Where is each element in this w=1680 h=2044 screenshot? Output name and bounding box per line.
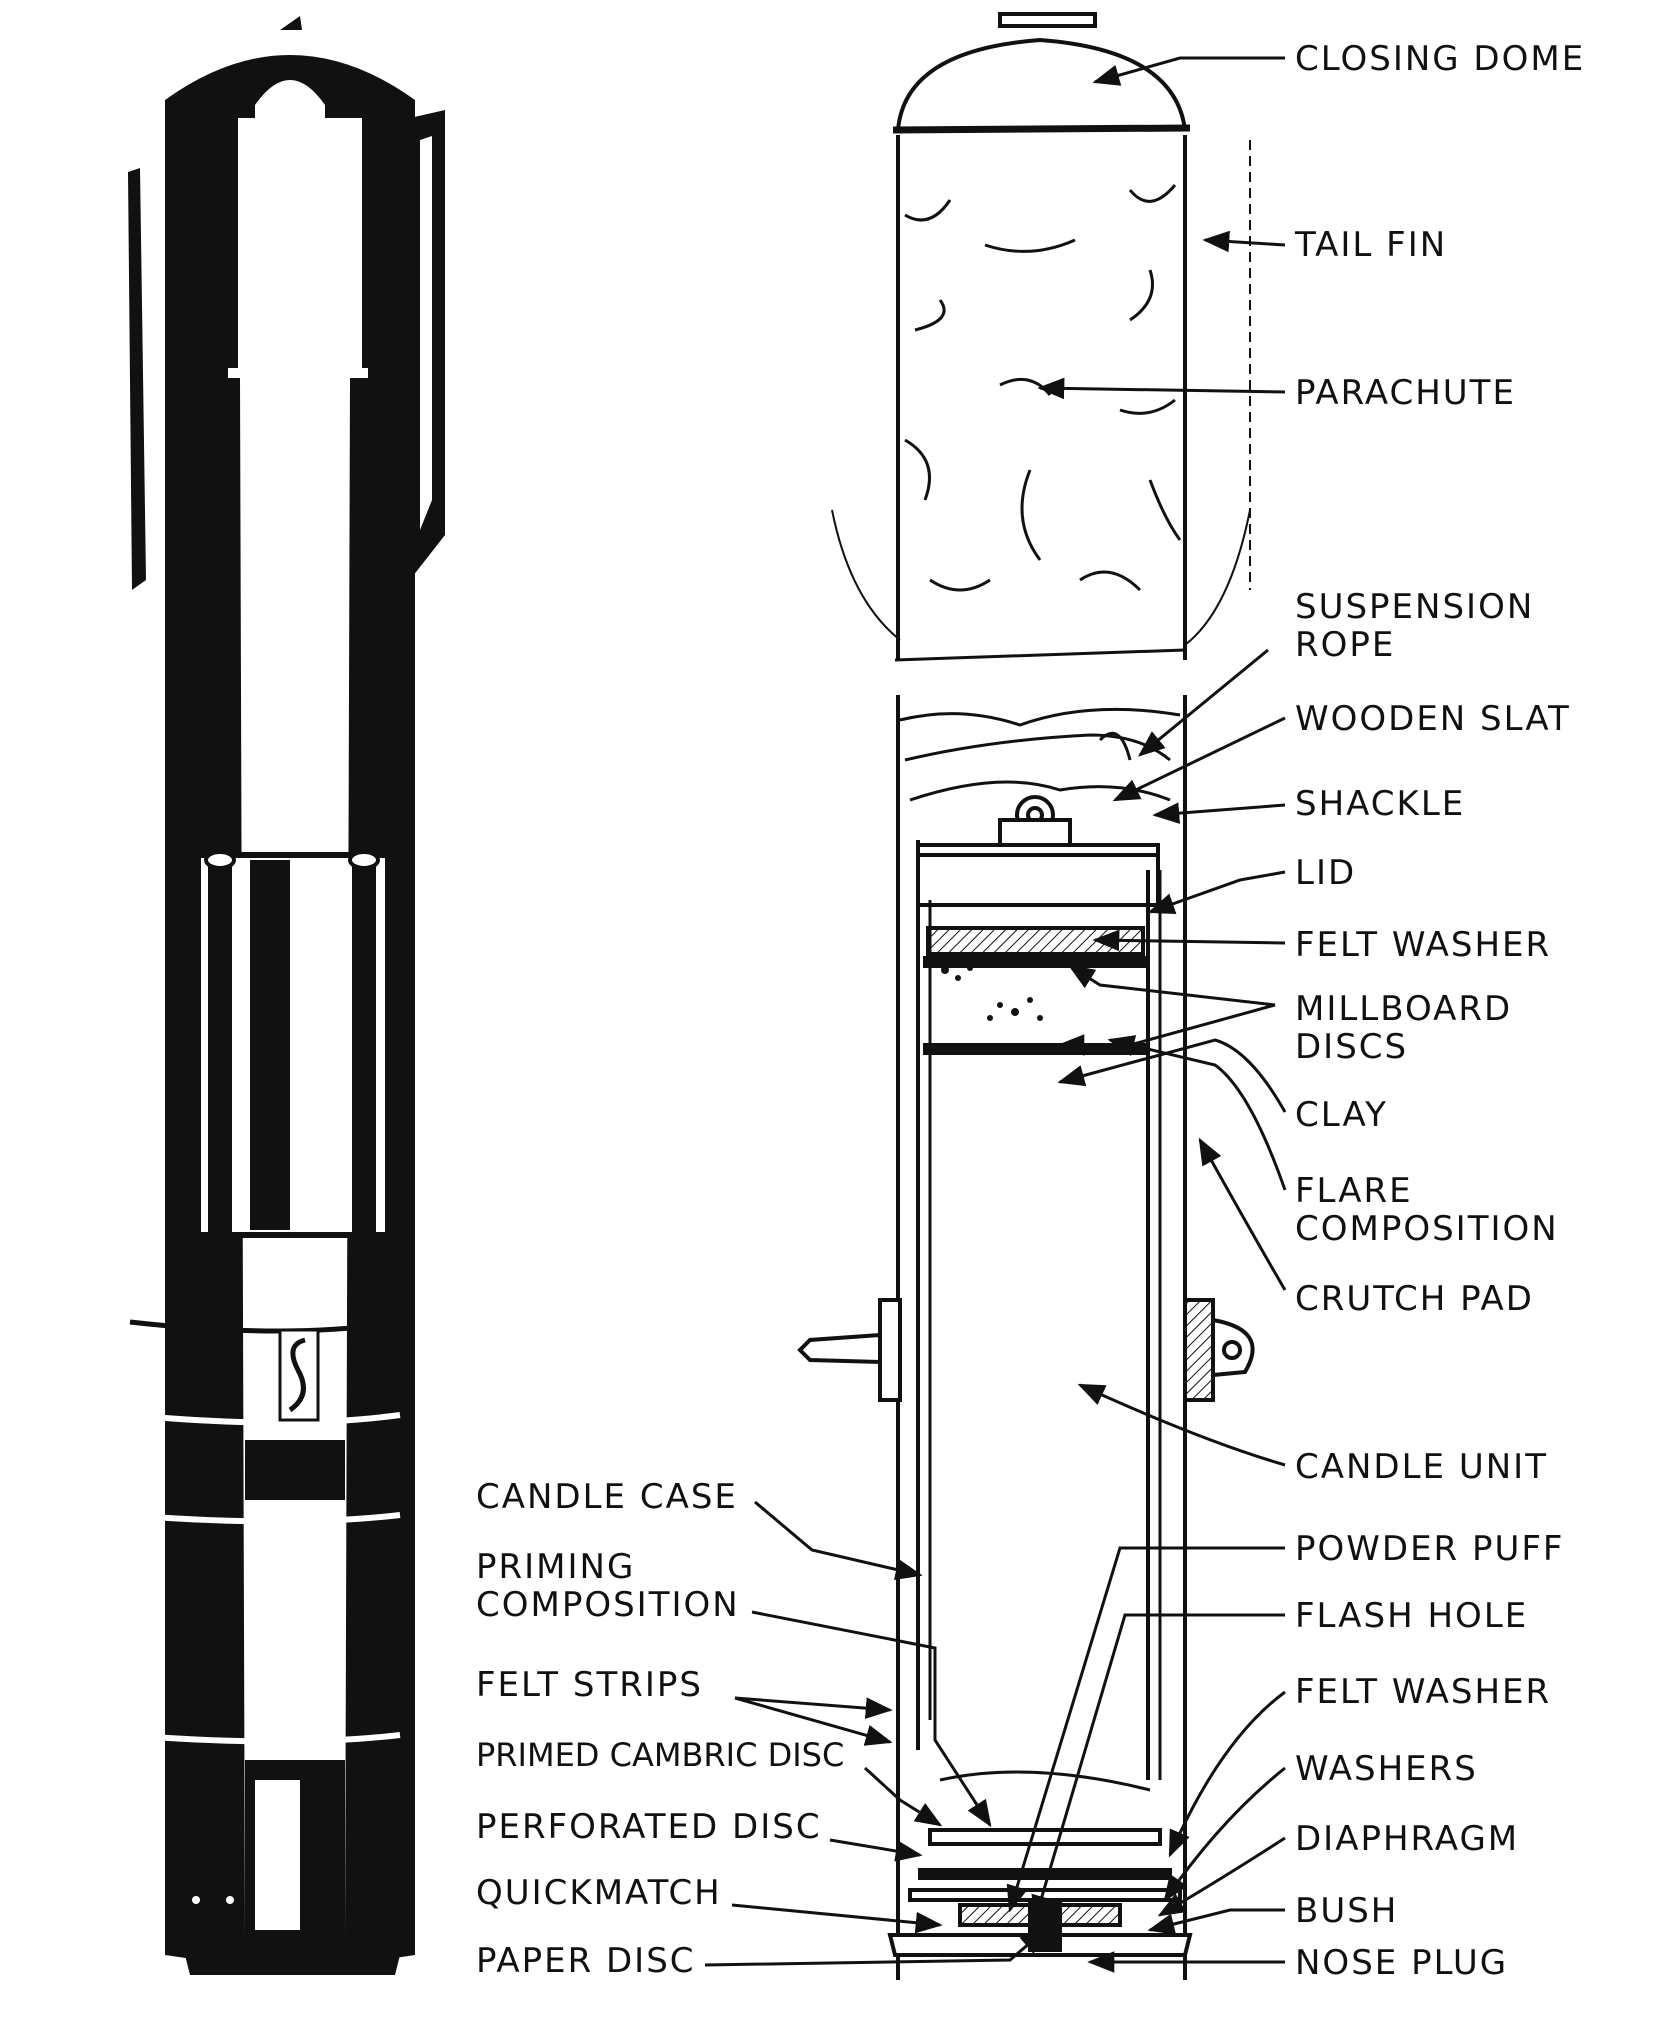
label-candle-unit: CANDLE UNIT (1295, 1447, 1548, 1487)
label-millboard-discs-line1: MILLBOARD (1295, 989, 1513, 1029)
label-wooden-slat: WOODEN SLAT (1295, 699, 1571, 739)
label-felt-washer-top: FELT WASHER (1295, 925, 1552, 965)
flare-section-illustration (797, 12, 1255, 1980)
label-perforated-disc: PERFORATED DISC (476, 1807, 822, 1847)
label-flare-composition-line1: FLARE (1295, 1171, 1413, 1211)
label-lid: LID (1295, 853, 1357, 893)
label-priming-composition-line1: PRIMING (476, 1547, 636, 1587)
label-shackle: SHACKLE (1295, 784, 1466, 824)
label-flash-hole: FLASH HOLE (1295, 1596, 1529, 1636)
leader-lines (704, 56, 1287, 1973)
label-priming-composition: PRIMING COMPOSITION (476, 1548, 740, 1624)
label-clay: CLAY (1295, 1095, 1388, 1135)
label-quickmatch: QUICKMATCH (476, 1873, 722, 1913)
label-diaphragm: DIAPHRAGM (1295, 1819, 1520, 1859)
label-bush: BUSH (1295, 1891, 1399, 1931)
label-candle-case: CANDLE CASE (476, 1477, 738, 1517)
label-felt-strips: FELT STRIPS (476, 1665, 703, 1705)
label-closing-dome: CLOSING DOME (1295, 39, 1586, 79)
label-paper-disc: PAPER DISC (476, 1941, 696, 1981)
label-felt-washer-bottom: FELT WASHER (1295, 1672, 1552, 1712)
label-tail-fin: TAIL FIN (1295, 225, 1448, 265)
label-washers: WASHERS (1295, 1749, 1478, 1789)
label-priming-composition-line2: COMPOSITION (476, 1585, 740, 1625)
label-millboard-discs: MILLBOARD DISCS (1295, 990, 1512, 1066)
label-millboard-discs-line2: DISCS (1295, 1027, 1409, 1067)
label-suspension-rope-line2: ROPE (1295, 625, 1396, 665)
flare-exterior-illustration (124, 16, 445, 1975)
label-primed-cambric-disc: PRIMED CAMBRIC DISC (476, 1736, 845, 1774)
label-flare-composition-line2: COMPOSITION (1295, 1209, 1559, 1249)
label-flare-composition: FLARE COMPOSITION (1295, 1172, 1559, 1248)
label-crutch-pad: CRUTCH PAD (1295, 1279, 1534, 1319)
label-suspension-rope-line1: SUSPENSION (1295, 587, 1535, 627)
label-suspension-rope: SUSPENSION ROPE (1295, 588, 1534, 664)
label-powder-puff: POWDER PUFF (1295, 1529, 1565, 1569)
label-nose-plug: NOSE PLUG (1295, 1943, 1509, 1983)
label-parachute: PARACHUTE (1295, 373, 1516, 413)
